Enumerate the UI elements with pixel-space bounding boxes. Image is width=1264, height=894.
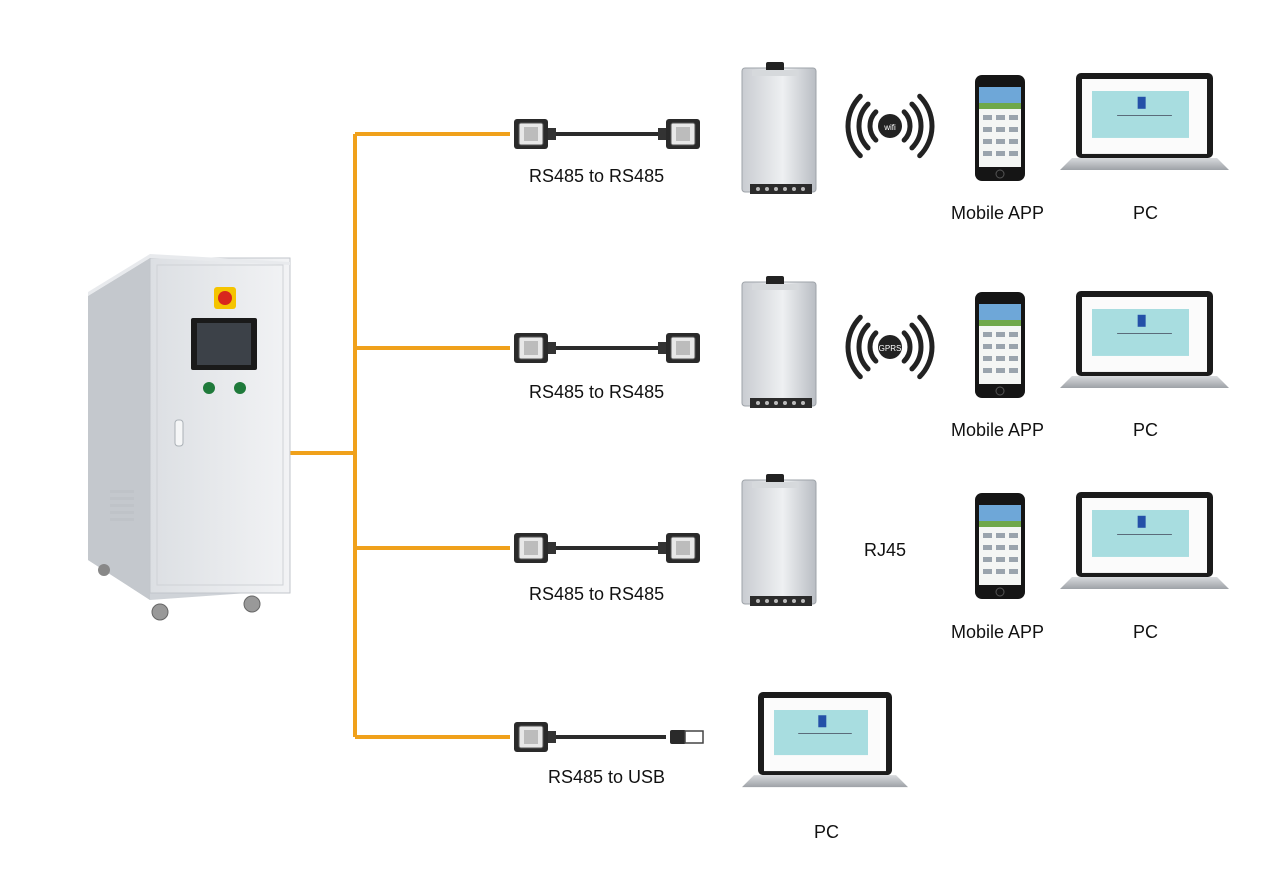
db9-connector-icon (514, 333, 556, 363)
signal-badge-label: wifi (883, 123, 896, 132)
emergency-stop-icon (214, 287, 236, 309)
laptop-icon (742, 692, 908, 788)
mobile-app-label-1: Mobile APP (951, 203, 1045, 223)
cable-4 (514, 722, 704, 752)
door-handle (174, 419, 184, 447)
mobile-app-label-2: Mobile APP (951, 420, 1045, 440)
laptop-icon (1060, 291, 1229, 388)
datalogger-icon (741, 276, 817, 408)
pc-label-4: PC (814, 822, 840, 842)
wireless-signal-icon (845, 314, 935, 380)
cabinet-icon (88, 254, 291, 621)
bus-lines (290, 132, 510, 739)
smartphone-icon (975, 493, 1025, 599)
pc-label-2: PC (1133, 420, 1159, 440)
db9-connector-icon (514, 119, 556, 149)
signal-badge-label: GPRS (879, 344, 902, 353)
cable-label-3: RS485 to RS485 (529, 584, 665, 604)
cable-label-4: RS485 to USB (548, 767, 666, 787)
datalogger-icon (741, 62, 817, 194)
pc-label-3: PC (1133, 622, 1159, 642)
cable-label-1: RS485 to RS485 (529, 166, 665, 186)
usb-plug-icon (670, 730, 704, 744)
datalogger-icon (741, 474, 817, 606)
db9-connector-icon (514, 722, 556, 752)
laptop-icon (1060, 73, 1229, 170)
cable-2 (514, 333, 700, 363)
stop-button-icon (234, 382, 246, 394)
db9-connector-icon (514, 533, 556, 563)
start-button-icon (203, 382, 215, 394)
rj45-label: RJ45 (864, 540, 907, 560)
smartphone-icon (975, 292, 1025, 398)
pc-label-1: PC (1133, 203, 1159, 223)
mobile-app-label-3: Mobile APP (951, 622, 1045, 642)
laptop-icon (1060, 492, 1229, 589)
db9-connector-icon (658, 333, 700, 363)
cable-1 (514, 119, 700, 149)
cable-3 (514, 533, 700, 563)
cable-label-2: RS485 to RS485 (529, 382, 665, 402)
db9-connector-icon (658, 533, 700, 563)
db9-connector-icon (658, 119, 700, 149)
wireless-signal-icon (845, 93, 935, 159)
smartphone-icon (975, 75, 1025, 181)
